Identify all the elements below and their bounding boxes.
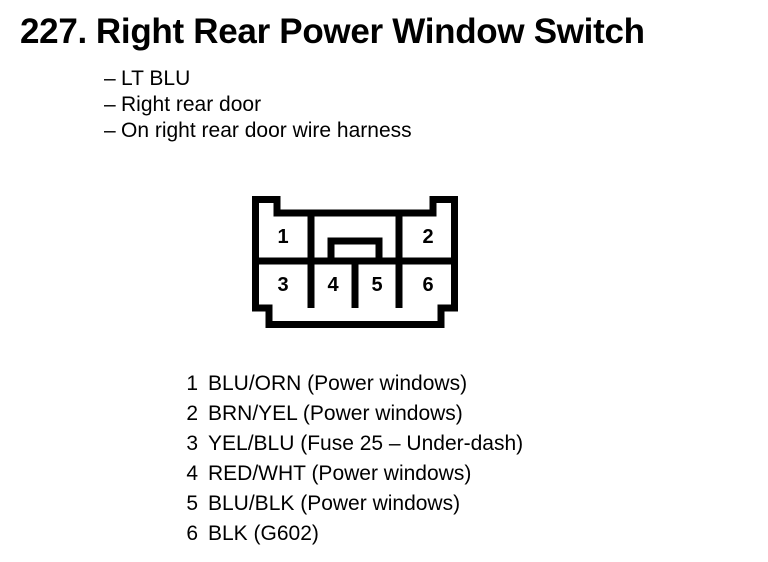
detail-item: – On right rear door wire harness bbox=[104, 118, 412, 144]
dash-icon: – bbox=[104, 67, 116, 90]
cavity-label-2: 2 bbox=[422, 226, 434, 248]
detail-item: – Right rear door bbox=[104, 92, 412, 118]
pin-legend-number: 2 bbox=[186, 402, 198, 425]
detail-list: – LT BLU – Right rear door – On right re… bbox=[104, 66, 412, 144]
connector-latch-tab bbox=[327, 237, 383, 261]
pin-legend-row: 3 YEL/BLU (Fuse 25 – Under-dash) bbox=[180, 429, 523, 459]
dash-icon: – bbox=[104, 119, 116, 142]
pin-legend-text: BLU/BLK (Power windows) bbox=[208, 492, 461, 515]
pin-legend-text: BRN/YEL (Power windows) bbox=[208, 402, 463, 425]
cavity-label-6: 6 bbox=[422, 274, 434, 296]
pin-legend-text: RED/WHT (Power windows) bbox=[208, 462, 472, 485]
cavity-label-1: 1 bbox=[277, 226, 289, 248]
page-title-text: Right Rear Power Window Switch bbox=[95, 12, 645, 51]
pin-legend-row: 1 BLU/ORN (Power windows) bbox=[180, 369, 523, 399]
pin-legend-row: 5 BLU/BLK (Power windows) bbox=[180, 489, 523, 519]
page-title: 227.Right Rear Power Window Switch bbox=[20, 12, 645, 52]
cavity-label-3: 3 bbox=[277, 274, 289, 296]
detail-item-label: On right rear door wire harness bbox=[121, 119, 412, 142]
cavity-label-4: 4 bbox=[327, 274, 339, 296]
connector-outline-svg bbox=[252, 196, 458, 328]
pin-legend-number: 4 bbox=[186, 462, 198, 485]
detail-item-label: Right rear door bbox=[121, 93, 262, 116]
pin-legend-row: 2 BRN/YEL (Power windows) bbox=[180, 399, 523, 429]
pin-legend: 1 BLU/ORN (Power windows) 2 BRN/YEL (Pow… bbox=[180, 369, 523, 549]
pin-legend-row: 4 RED/WHT (Power windows) bbox=[180, 459, 523, 489]
pin-legend-number: 6 bbox=[186, 522, 198, 545]
pin-legend-text: YEL/BLU (Fuse 25 – Under-dash) bbox=[208, 432, 524, 455]
pin-legend-number: 3 bbox=[186, 432, 198, 455]
connector-body-path bbox=[252, 196, 458, 328]
detail-item: – LT BLU bbox=[104, 66, 412, 92]
detail-item-label: LT BLU bbox=[121, 67, 191, 90]
pin-legend-number: 5 bbox=[186, 492, 198, 515]
page-title-number: 227. bbox=[20, 12, 87, 51]
pin-legend-text: BLK (G602) bbox=[208, 522, 319, 545]
pin-legend-number: 1 bbox=[186, 372, 198, 395]
pin-legend-row: 6 BLK (G602) bbox=[180, 519, 523, 549]
connector-diagram: 1 2 3 4 5 6 bbox=[252, 196, 458, 328]
cavity-label-5: 5 bbox=[371, 274, 383, 296]
pin-legend-text: BLU/ORN (Power windows) bbox=[208, 372, 468, 395]
dash-icon: – bbox=[104, 93, 116, 116]
